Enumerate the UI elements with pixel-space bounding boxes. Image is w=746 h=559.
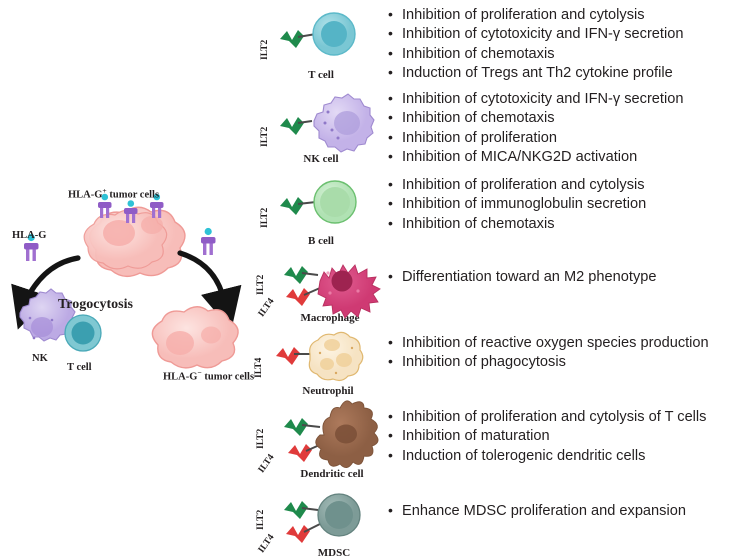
ilt2-receptor-glyph [280,117,313,135]
row-macrophage: ILT2 ILT4 Macrophage Differentiation tow… [256,253,746,324]
bullet-item: Inhibition of cytotoxicity and IFN-γ sec… [388,89,746,109]
bullet-item: Inhibition of immunoglobulin secretion [388,194,746,214]
bullet-item: Inhibition of chemotaxis [388,214,746,234]
cell-block-macrophage: ILT2 ILT4 Macrophage [256,253,381,324]
bullet-item: Induction of Tregs ant Th2 cytokine prof… [388,63,746,83]
ilt2-receptor-glyph [280,30,317,48]
cell-block-nk-cell: ILT2 NK cell [260,90,380,165]
hlag-molecule-label: HLA-G [12,230,47,241]
row-dendritic-cell: ILT2 ILT4 Dendritic cell Inhibition of p… [256,400,746,480]
bullet-item: Inhibition of proliferation and cytolysi… [388,175,746,195]
hlag-negative-tumor-label: HLA-G− tumor cells [163,368,255,383]
bullet-list-t-cell: Inhibition of proliferation and cytolysi… [380,5,746,84]
cell-name-label: MDSC [317,547,351,559]
bullet-item: Inhibition of maturation [388,426,746,446]
bullet-item: Differentiation toward an M2 phenotype [388,267,746,287]
hlag-molecule-free-left [24,233,39,261]
ilt2-receptor-glyph [284,418,321,436]
bullet-item: Inhibition of reactive oxygen species pr… [388,333,746,353]
ilt2-receptor-glyph [284,501,319,519]
receptor-label-ilt2: ILT2 [260,207,270,228]
receptor-label-ilt2: ILT2 [256,428,266,449]
cell-block-mdsc: ILT2 ILT4 MDSC [256,490,380,559]
cell-block-dendritic-cell: ILT2 ILT4 Dendritic cell [256,400,380,480]
ilt4-receptor-glyph [286,287,321,306]
neutrophil-artwork: ILT4 [254,328,380,384]
ilt2-receptor-glyph [284,266,319,284]
bullet-item: Inhibition of proliferation and cytolysi… [388,407,746,427]
cell-name-label: Dendritic cell [300,468,364,480]
bullet-item: Inhibition of MICA/NKG2D activation [388,147,746,167]
cell-block-neutrophil: ILT4 Neutrophil [254,328,380,397]
ilt4-receptor-glyph [286,523,321,543]
hlag-molecule-on-tumor-1 [98,193,112,218]
nk-label: NK [32,353,48,364]
row-b-cell: ILT2 B cell Inhibition of proliferation … [260,175,746,247]
mdsc-artwork: ILT2 ILT4 [256,490,380,555]
receptor-label-ilt2: ILT2 [256,274,266,295]
dendritic-cell-body [315,400,379,468]
hlag-positive-tumor-label: HLA-G+ tumor cells [68,186,160,201]
hlag-molecule-on-tumor-3 [150,193,164,218]
receptor-label-ilt2: ILT2 [256,509,266,530]
receptor-label-ilt4: ILT4 [254,357,264,378]
bullet-item: Inhibition of proliferation [388,128,746,148]
trogocytosis-diagram: HLA-G+ tumor cells HLA-G Trogocytosis NK… [0,175,262,390]
cell-name-label: NK cell [303,153,339,165]
row-neutrophil: ILT4 Neutrophil Inhibition of reactive o… [254,328,746,397]
nk-cell-artwork: ILT2 [260,90,380,153]
bullet-list-b-cell: Inhibition of proliferation and cytolysi… [380,175,746,234]
ilt2-receptor-glyph [280,197,317,215]
row-t-cell: ILT2 T cell Inhibition of proliferation … [260,5,746,84]
bullet-item: Inhibition of chemotaxis [388,108,746,128]
hlag-molecule-free-right [201,227,216,255]
hlag-positive-tumor-cluster [83,206,186,278]
bullet-item: Inhibition of cytotoxicity and IFN-γ sec… [388,24,746,44]
ilt4-receptor-glyph [276,347,310,365]
bullet-list-mdsc: Enhance MDSC proliferation and expansion [380,490,746,521]
t-cell-label-left: T cell [67,362,92,373]
receptor-label-ilt2: ILT2 [260,126,270,147]
trogocytosis-svg [11,193,242,369]
cell-block-b-cell: ILT2 B cell [260,176,380,247]
hlag-negative-tumor-cluster [151,306,239,369]
arrow-left [11,255,81,330]
cell-name-label: Neutrophil [302,385,354,397]
bullet-item: Inhibition of phagocytosis [388,352,746,372]
bullet-item: Induction of tolerogenic dendritic cells [388,446,746,466]
macrophage-artwork: ILT2 ILT4 [256,253,381,319]
arrow-right [177,250,242,331]
t-cell-artwork: ILT2 [260,6,380,68]
cell-name-label: Macrophage [300,312,360,324]
bullet-list-macrophage: Differentiation toward an M2 phenotype [380,253,746,287]
bullet-item: Enhance MDSC proliferation and expansion [388,501,746,521]
row-nk-cell: ILT2 NK cell Inhibition of cytotoxicity … [260,89,746,168]
bullet-list-nk-cell: Inhibition of cytotoxicity and IFN-γ sec… [380,89,746,168]
hlag-molecule-on-tumor-2 [124,200,138,223]
receptor-label-ilt2: ILT2 [260,39,270,60]
nk-cell-icon [19,288,76,342]
b-cell-artwork: ILT2 [260,176,380,234]
row-mdsc: ILT2 ILT4 MDSC Enhance MDSC proliferatio… [256,490,746,559]
bullet-list-neutrophil: Inhibition of reactive oxygen species pr… [380,328,746,373]
macrophage-body [317,264,381,319]
dendritic-cell-artwork: ILT2 ILT4 [256,400,380,475]
bullet-item: Inhibition of proliferation and cytolysi… [388,5,746,25]
bullet-item: Inhibition of chemotaxis [388,44,746,64]
t-cell-icon-left [64,314,102,352]
bullet-list-dendritic-cell: Inhibition of proliferation and cytolysi… [380,405,746,466]
cell-name-label: T cell [308,69,334,81]
trogocytosis-label: Trogocytosis [58,297,133,312]
cell-block-t-cell: ILT2 T cell [260,6,380,81]
cell-name-label: B cell [308,235,334,247]
